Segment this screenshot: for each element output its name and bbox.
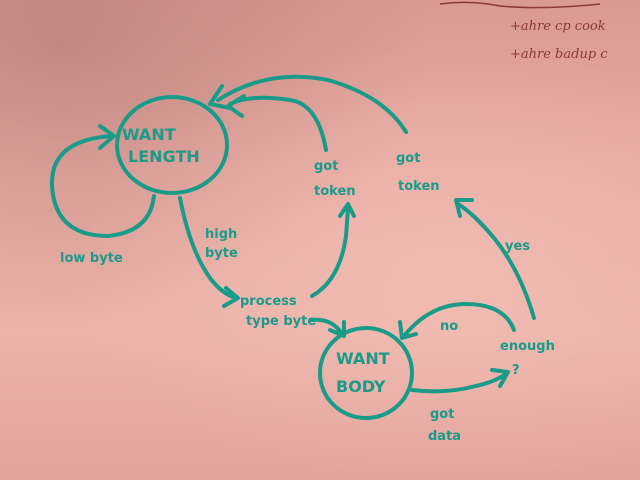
- edge-label-yes: yes: [505, 239, 530, 254]
- edge-process-to-got-token: [310, 206, 350, 298]
- state-want-length-label-2: LENGTH: [128, 147, 200, 166]
- edge-high-byte: [178, 196, 238, 300]
- edge-yes: [456, 202, 536, 320]
- arrowhead-process-to-got-token: [338, 202, 356, 218]
- note-line-1: +ahre cp cook: [510, 19, 606, 34]
- arrowhead-process-to-want-body: [328, 320, 346, 338]
- arrowhead-got-token-to-want-length: [226, 94, 246, 118]
- edge-label-no: no: [440, 319, 458, 334]
- node-got-token-left-1: got: [314, 159, 338, 174]
- node-process-label-2: type byte: [246, 314, 316, 329]
- node-got-token-left-2: token: [314, 184, 356, 199]
- note-line-2: +ahre badup c: [510, 47, 608, 62]
- edge-label-got-data-2: data: [428, 429, 461, 444]
- edge-no: [402, 302, 516, 338]
- edge-label-high-byte-2: byte: [205, 246, 238, 261]
- edge-label-high-byte-1: high: [205, 227, 237, 242]
- note-squiggle: [439, 1, 601, 9]
- arrowhead-self-loop: [98, 124, 116, 150]
- edge-process-to-want-body: [310, 317, 344, 336]
- arrowhead-high-byte: [222, 286, 240, 308]
- edge-self-loop-low-byte: [49, 134, 156, 238]
- arrowhead-no: [398, 320, 418, 340]
- edge-got-data: [410, 372, 508, 394]
- node-process-label-1: process: [240, 294, 297, 309]
- arrowhead-got-token-right-to-want-length: [208, 84, 232, 110]
- state-want-body-circle: [318, 326, 414, 420]
- margin-notes: +ahre cp cook +ahre badup c: [439, 1, 608, 62]
- state-want-length-circle: [115, 95, 229, 195]
- state-want-body-label-1: WANT: [336, 349, 390, 368]
- arrowhead-yes: [454, 198, 474, 218]
- edge-label-low-byte: low byte: [60, 251, 123, 266]
- edge-label-got-data-1: got: [430, 407, 454, 422]
- node-got-token-right-2: token: [398, 179, 440, 194]
- edge-got-token-to-want-length: [228, 95, 328, 152]
- edge-got-token-right-to-want-length: [216, 74, 408, 134]
- node-got-token-right-1: got: [396, 151, 420, 166]
- state-want-body-label-2: BODY: [336, 377, 386, 396]
- node-enough-label: enough: [500, 339, 555, 354]
- state-want-length-label-1: WANT: [122, 125, 176, 144]
- arrowhead-got-data: [490, 368, 510, 388]
- node-enough-question: ?: [512, 363, 520, 378]
